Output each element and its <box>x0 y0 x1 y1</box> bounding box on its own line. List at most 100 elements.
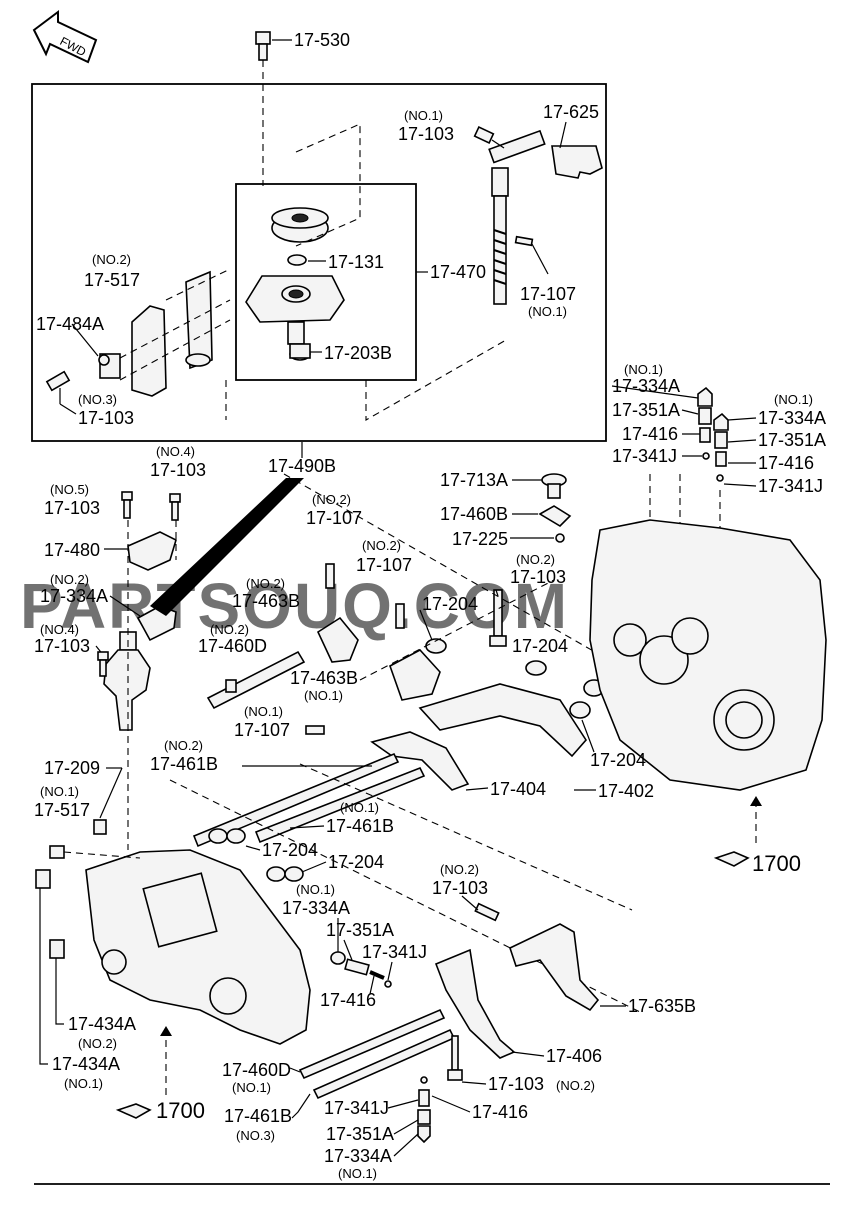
label-17-517-b: 17-517 <box>34 800 90 820</box>
label-17-434a-b: 17-434A <box>52 1054 120 1074</box>
bolt-17-103-no4-icon <box>169 493 181 521</box>
pin-17-107-mid2-icon <box>395 603 405 629</box>
rod-17-461b-b-icon <box>254 766 426 844</box>
label-17-351a-bot: 17-351A <box>326 1124 394 1144</box>
bolt-17-103-bot-icon <box>447 1035 463 1081</box>
shift-lever-cover-frame <box>235 183 417 381</box>
label-17-480: 17-480 <box>44 540 100 560</box>
plug-17-209-icon <box>93 819 107 835</box>
label-17-204-c: 17-204 <box>590 750 646 770</box>
note-no2-e: (NO.2) <box>50 572 89 587</box>
label-17-351a-low: 17-351A <box>326 920 394 940</box>
label-17-463b-a: 17-463B <box>232 591 300 611</box>
label-17-107-mid2: 17-107 <box>356 555 412 575</box>
label-17-463b-b: 17-463B <box>290 668 358 688</box>
note-no2-d: (NO.2) <box>516 552 555 567</box>
rod-17-460d-a-icon <box>206 650 306 710</box>
note-no1-i: (NO.1) <box>296 882 335 897</box>
ring-17-131-icon <box>287 254 307 266</box>
detent-bot-set-icon <box>417 1076 431 1144</box>
label-1700-left: 1700 <box>156 1098 205 1123</box>
note-no1-d: (NO.1) <box>774 392 813 407</box>
label-17-103-top: 17-103 <box>398 124 454 144</box>
note-no2-c: (NO.2) <box>362 538 401 553</box>
label-17-334a-r1: 17-334A <box>612 376 680 396</box>
label-17-490b: 17-490B <box>268 456 336 476</box>
detent-plug-r2-icon <box>713 412 729 482</box>
bolt-17-103-no4b-icon <box>97 651 109 677</box>
note-no4-a: (NO.4) <box>156 444 195 459</box>
label-17-416-low: 17-416 <box>320 990 376 1010</box>
label-17-131: 17-131 <box>328 252 384 272</box>
bushings-17-204-e-icon <box>266 866 304 882</box>
bolt-17-103-top-icon <box>473 126 505 149</box>
label-17-103-low: 17-103 <box>432 878 488 898</box>
label-17-341j-bot: 17-341J <box>324 1098 389 1118</box>
shift-lug-17-463b-a-icon <box>316 616 359 663</box>
label-17-103-mid: 17-103 <box>510 567 566 587</box>
label-17-204-e: 17-204 <box>328 852 384 872</box>
note-no2-k: (NO.2) <box>556 1078 595 1093</box>
transmission-case-right-icon <box>589 519 827 791</box>
note-no1-l: (NO.1) <box>338 1166 377 1181</box>
shift-fork-17-635b-icon <box>509 923 600 1012</box>
shift-fork-17-406-icon <box>434 948 516 1059</box>
note-no2-i: (NO.2) <box>440 862 479 877</box>
fwd-arrow-icon: FWD <box>32 10 98 64</box>
bushings-17-204-d-icon <box>208 828 246 844</box>
clip-17-225-icon <box>555 533 565 543</box>
label-17-204-d: 17-204 <box>262 840 318 860</box>
note-no2-h: (NO.2) <box>164 738 203 753</box>
note-no3-a: (NO.3) <box>78 392 117 407</box>
label-17-434a-a: 17-434A <box>68 1014 136 1034</box>
note-no1-a: (NO.1) <box>404 108 443 123</box>
bolt-17-103-mid-icon <box>489 589 507 647</box>
shift-fork-17-402-icon <box>418 683 588 758</box>
pin-17-107-top-icon <box>514 235 534 247</box>
plug-17-517-b-icon <box>49 845 65 859</box>
selector-assembly-17-484a-icon <box>98 270 213 397</box>
label-17-402: 17-402 <box>598 781 654 801</box>
label-17-517-a: 17-517 <box>84 270 140 290</box>
arrow-1700-right-icon <box>713 796 762 867</box>
detent-low-set-icon <box>330 951 392 988</box>
leader-lines <box>242 385 757 1157</box>
label-17-416-r2: 17-416 <box>758 453 814 473</box>
transmission-case-left-icon <box>85 849 311 1045</box>
bracket-17-480-icon <box>127 531 177 571</box>
label-17-341j-r2: 17-341J <box>758 476 823 496</box>
label-17-103-no5: 17-103 <box>44 498 100 518</box>
label-17-484a: 17-484A <box>36 314 104 334</box>
pin-17-107-mid-icon <box>325 563 335 589</box>
bracket-17-625-icon <box>551 145 603 179</box>
label-17-103-bot: 17-103 <box>488 1074 544 1094</box>
note-no2-b: (NO.2) <box>312 492 351 507</box>
label-17-416-r1: 17-416 <box>622 424 678 444</box>
lever-cover-plate-icon <box>245 275 345 345</box>
bushing-17-204-b-icon <box>525 660 547 676</box>
label-17-530: 17-530 <box>294 30 350 50</box>
arrow-1700-left-icon <box>115 1026 172 1119</box>
bolt-17-103-low-icon <box>474 902 500 922</box>
shift-lug-17-463b-b-icon <box>389 649 441 701</box>
label-17-209: 17-209 <box>44 758 100 778</box>
label-17-204-b: 17-204 <box>512 636 568 656</box>
label-17-460b: 17-460B <box>440 504 508 524</box>
label-17-460d-b: 17-460D <box>222 1060 291 1080</box>
label-17-334a-r2: 17-334A <box>758 408 826 428</box>
note-no5-a: (NO.5) <box>50 482 89 497</box>
rod-17-460d-b-icon <box>298 1008 446 1080</box>
label-17-334a-bot: 17-334A <box>324 1146 392 1166</box>
cap-17-713a-icon <box>541 473 567 499</box>
label-17-351a-r2: 17-351A <box>758 430 826 450</box>
strap-17-490b-icon <box>150 478 304 616</box>
watermark: PARTSOUQ.COM <box>20 570 569 642</box>
note-no1-k: (NO.1) <box>232 1080 271 1095</box>
shift-fork-17-404-icon <box>370 731 470 791</box>
bushing-17-203b-icon <box>289 343 311 361</box>
label-17-341j-low: 17-341J <box>362 942 427 962</box>
label-17-103-no4: 17-103 <box>150 460 206 480</box>
label-17-103-left: 17-103 <box>78 408 134 428</box>
bracket-17-460b-icon <box>538 505 572 528</box>
